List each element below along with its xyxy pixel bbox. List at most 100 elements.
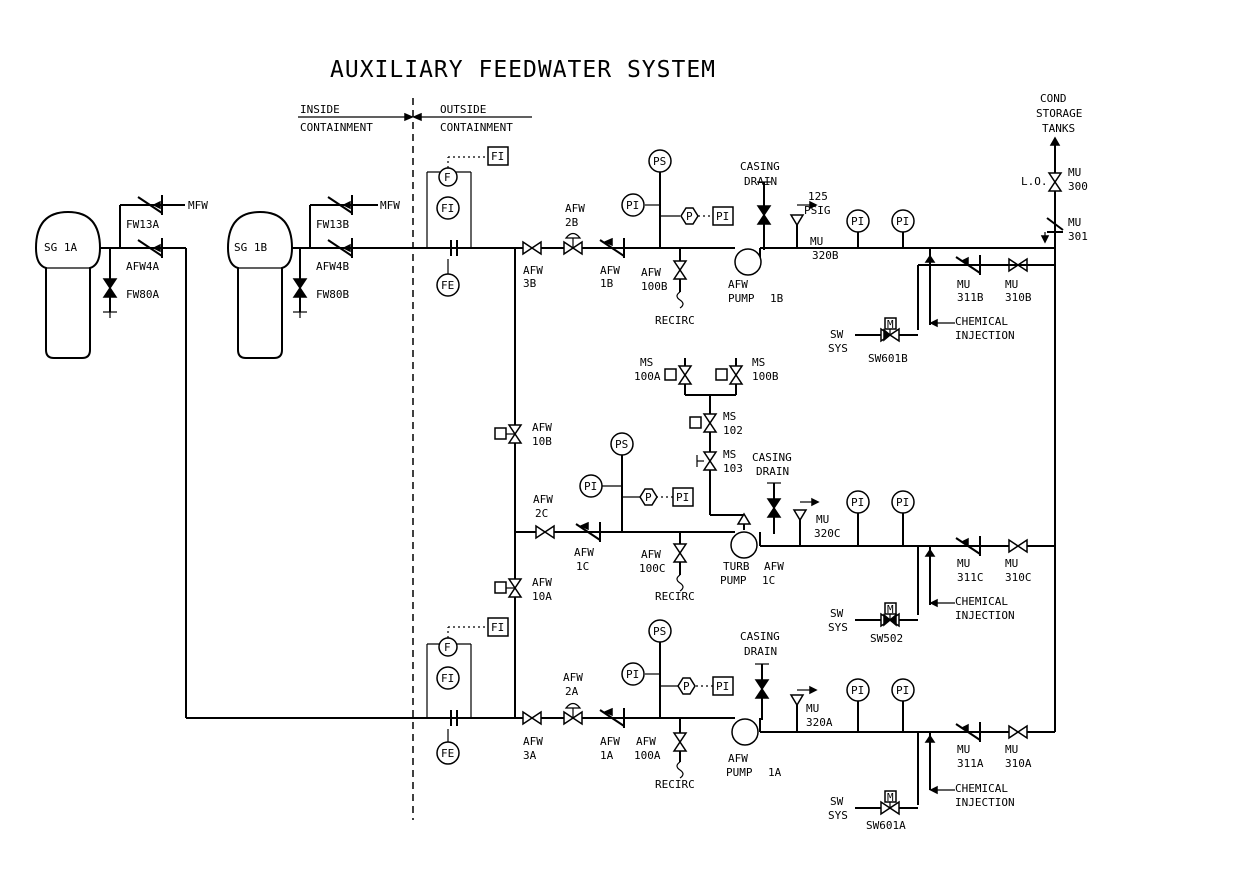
pi-box-a xyxy=(712,676,734,696)
pi-c3-text: PI xyxy=(896,496,909,509)
recirc-c: RECIRC xyxy=(655,590,695,603)
chem-b-1: CHEMICAL xyxy=(955,315,1008,328)
flow-indicator-a xyxy=(438,637,458,657)
chem-b-2: INJECTION xyxy=(955,329,1015,342)
ps-a-text: PS xyxy=(653,625,666,638)
turb-pump-1c xyxy=(730,531,758,559)
fi-b-text: FI xyxy=(441,202,454,215)
ms103-num: 103 xyxy=(723,462,743,475)
cond-1: COND xyxy=(1040,92,1067,105)
afw10a-num: 10A xyxy=(532,590,552,603)
pi-b2 xyxy=(846,209,870,233)
afw100a-num: 100A xyxy=(634,749,661,762)
afw1a-num: 1A xyxy=(600,749,614,762)
mu301-mu: MU xyxy=(1068,216,1081,229)
afw100a-afw: AFW xyxy=(636,735,656,748)
mu311c-num: 311C xyxy=(957,571,984,584)
pi-a2 xyxy=(846,678,870,702)
steam-generator-1a: SG 1A xyxy=(34,210,102,359)
pump1a-pump: PUMP xyxy=(726,766,753,779)
fi-box-a-text: FI xyxy=(491,621,504,634)
fi-a-circle xyxy=(436,666,460,690)
diagram-title: AUXILIARY FEEDWATER SYSTEM xyxy=(330,57,716,83)
pump1c-afw: AFW xyxy=(764,560,784,573)
fi-box-b xyxy=(487,146,509,166)
mu300-mu: MU xyxy=(1068,166,1081,179)
pi-box-b xyxy=(712,206,734,226)
pump1c-pump: PUMP xyxy=(720,574,747,587)
afw100b-num: 100B xyxy=(641,280,668,293)
lo-label: L.O. xyxy=(1021,175,1048,188)
ms100b-num: 100B xyxy=(752,370,779,383)
pulse-a xyxy=(677,677,696,695)
ms-steam-supply xyxy=(678,358,752,530)
pi-a2-text: PI xyxy=(851,684,864,697)
mu320a-num: 320A xyxy=(806,716,833,729)
pulse-a-text: P xyxy=(683,680,690,693)
ms102-num: 102 xyxy=(723,424,743,437)
afw2c-afw: AFW xyxy=(533,493,553,506)
mu320c-mu: MU xyxy=(816,513,829,526)
sw-b-1: SW xyxy=(830,328,844,341)
pump1a-afw: AFW xyxy=(728,752,748,765)
afw-pump-1a xyxy=(731,718,759,746)
cond-2: STORAGE xyxy=(1036,107,1082,120)
casing-a-1: CASING xyxy=(740,630,780,643)
sw-b-2: SYS xyxy=(828,342,848,355)
pi-a1 xyxy=(621,662,645,686)
pulse-b xyxy=(680,207,699,225)
sw-a-2: SYS xyxy=(828,809,848,822)
mu320c-num: 320C xyxy=(814,527,841,540)
pump1c-turb: TURB xyxy=(723,560,750,573)
pi-c1-text: PI xyxy=(584,480,597,493)
train-c-piping xyxy=(515,455,1055,627)
steam-generator-1b: SG 1B xyxy=(226,210,294,359)
mu300-num: 300 xyxy=(1068,180,1088,193)
fw13a-label: FW13A xyxy=(126,218,159,231)
afw4a-label: AFW4A xyxy=(126,260,159,273)
afw100c-afw: AFW xyxy=(641,548,661,561)
pi-a3-text: PI xyxy=(896,684,909,697)
mu320b-num: 320B xyxy=(812,249,839,262)
afw10a-afw: AFW xyxy=(532,576,552,589)
mu320a-mu: MU xyxy=(806,702,819,715)
pi-box-a-text: PI xyxy=(716,680,729,693)
sw502-label: SW502 xyxy=(870,632,903,645)
ps-b-text: PS xyxy=(653,155,666,168)
pi-c2 xyxy=(846,490,870,514)
fw13b-label: FW13B xyxy=(316,218,349,231)
cond-storage-supply xyxy=(1040,136,1064,732)
outside-containment-label: CONTAINMENT xyxy=(440,121,513,134)
sw601a-motor: M xyxy=(887,791,894,804)
pi-b2-text: PI xyxy=(851,215,864,228)
flow-measurement-a xyxy=(186,626,515,742)
fe-a-circle xyxy=(436,741,460,765)
train-a-piping xyxy=(515,642,1055,815)
afw2c-num: 2C xyxy=(535,507,548,520)
ps-a xyxy=(648,619,672,643)
afw3a-num: 3A xyxy=(523,749,537,762)
recirc-b: RECIRC xyxy=(655,314,695,327)
afw100b-afw: AFW xyxy=(641,266,661,279)
pi-c3 xyxy=(891,490,915,514)
afw3b-afw: AFW xyxy=(523,264,543,277)
mu310a-num: 310A xyxy=(1005,757,1032,770)
fi-a-text: FI xyxy=(441,672,454,685)
pi-b1 xyxy=(621,193,645,217)
pulse-c xyxy=(639,488,658,506)
afw1c-afw: AFW xyxy=(574,546,594,559)
fi-box-a xyxy=(487,617,509,637)
pulse-c-text: P xyxy=(645,491,652,504)
ms100b-ms: MS xyxy=(752,356,765,369)
sw601b-label: SW601B xyxy=(868,352,908,365)
afw1a-afw: AFW xyxy=(600,735,620,748)
pi-b3-text: PI xyxy=(896,215,909,228)
inside-label: INSIDE xyxy=(300,103,340,116)
ms100a-num: 100A xyxy=(634,370,661,383)
sw502-motor: M xyxy=(887,603,894,616)
pi-box-c-text: PI xyxy=(676,491,689,504)
afw100c-num: 100C xyxy=(639,562,666,575)
mu310c-mu: MU xyxy=(1005,557,1018,570)
mu311b-num: 311B xyxy=(957,291,984,304)
